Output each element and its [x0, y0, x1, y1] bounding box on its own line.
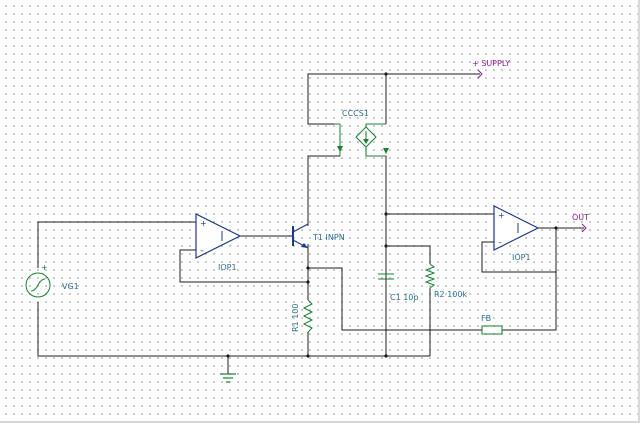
fb-label: FB — [481, 314, 491, 323]
wire-supply-loop — [308, 74, 480, 124]
t1-label: T1 INPN — [312, 233, 345, 242]
vg1-step-icon — [31, 279, 45, 291]
junction — [306, 280, 309, 283]
r2-zigzag — [426, 264, 434, 288]
resistor-r1[interactable]: R1 100 — [291, 300, 312, 332]
vg1-source[interactable]: + VG1 — [26, 263, 79, 297]
junction — [384, 212, 387, 215]
junction — [384, 72, 387, 75]
opamp-minus-input: – — [200, 246, 204, 255]
cccs-sense-arrow — [337, 146, 343, 152]
ground-symbol[interactable] — [220, 374, 236, 382]
supply-terminal[interactable]: + SUPPLY — [472, 59, 510, 78]
iop1-right-label: IOP1 — [512, 253, 531, 262]
r1-label: R1 100 — [291, 304, 300, 332]
capacitor-c1[interactable]: C1 10p — [378, 274, 418, 302]
fb-block[interactable]: FB — [481, 314, 502, 334]
r1-zigzag — [304, 300, 312, 332]
vg1-plus-marker: + — [41, 263, 48, 272]
resistor-r2[interactable]: R2 100k — [426, 264, 467, 299]
transistor-t1[interactable]: T1 INPN — [288, 224, 345, 248]
wire-vg1-to-iop1-plus — [38, 222, 196, 268]
iop1-left-label: IOP1 — [218, 263, 237, 272]
fb-rect — [482, 326, 502, 334]
wire-collector-to-cccs — [308, 156, 340, 226]
supply-label: + SUPPLY — [472, 59, 510, 68]
c1-label: C1 10p — [390, 293, 418, 302]
t1-collector — [293, 224, 308, 232]
out-terminal[interactable]: OUT — [572, 213, 589, 232]
wire-fb-to-out — [502, 228, 556, 330]
wire-ground-bus — [38, 302, 430, 356]
opamp-plus-input: + — [200, 219, 207, 228]
opamp-plus-input: + — [498, 211, 505, 220]
cccs1-label: CCCS1 — [342, 109, 369, 118]
junction — [554, 226, 557, 229]
vg1-label: VG1 — [62, 282, 79, 291]
junction — [306, 266, 309, 269]
opamp-iop1-left[interactable]: + – IOP1 — [196, 214, 240, 272]
r2-label: R2 100k — [434, 290, 467, 299]
junction — [226, 354, 229, 357]
opamp-minus-input: – — [498, 238, 502, 247]
junction — [306, 354, 309, 357]
out-label: OUT — [572, 213, 589, 222]
wire-node-to-r2 — [386, 246, 430, 264]
junction — [384, 354, 387, 357]
junction — [384, 244, 387, 247]
cccs1-source[interactable]: CCCS1 — [334, 109, 389, 156]
opamp-iop1-right[interactable]: + – IOP1 — [494, 206, 538, 262]
